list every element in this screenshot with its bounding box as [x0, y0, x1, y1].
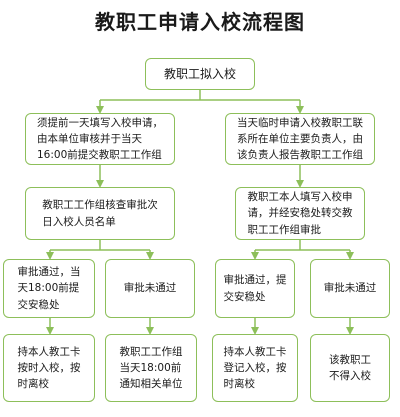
node-rr-result: 该教职工 不得入校 — [310, 334, 390, 402]
node-lr-rejected: 审批未通过 — [105, 259, 195, 318]
node-lr-result-label: 教职工工作组 当天18:00前 通知相关单位 — [119, 345, 183, 391]
node-left-review-label: 教职工工作组核查审批次 日入校人员名单 — [42, 199, 158, 228]
node-left-apply-label: 须提前一天填写入校申请， 由本单位审核并于当天 16:00前提交教职工工作组 — [37, 116, 163, 162]
node-rl-approved-label: 审批通过，提 交安稳处 — [223, 274, 287, 303]
node-rl-approved: 审批通过，提 交安稳处 — [215, 259, 295, 318]
node-lr-rejected-label: 审批未通过 — [123, 282, 177, 295]
node-left-review: 教职工工作组核查审批次 日入校人员名单 — [25, 187, 175, 240]
node-right-review: 教职工本人填写入校申 请，并经安稳处转交教 职工工作组审批 — [235, 187, 365, 240]
node-lr-result: 教职工工作组 当天18:00前 通知相关单位 — [105, 334, 197, 402]
node-ll-result: 持本人教工卡 按时入校，按 时离校 — [3, 334, 95, 402]
node-right-review-label: 教职工本人填写入校申 请，并经安稳处转交教 职工工作组审批 — [247, 191, 353, 236]
node-right-apply-label: 当天临时申请入校教职工联 系所在单位主要负责人，由 该负责人报告教职工工作组 — [237, 116, 363, 162]
node-rr-rejected-label: 审批未通过 — [323, 282, 377, 295]
node-root: 教职工拟入校 — [145, 58, 255, 90]
node-ll-approved-label: 审批通过，当 天18:00前提 交安稳处 — [17, 266, 81, 311]
node-ll-approved: 审批通过，当 天18:00前提 交安稳处 — [3, 259, 95, 318]
node-ll-result-label: 持本人教工卡 按时入校，按 时离校 — [17, 345, 81, 391]
node-rr-result-label: 该教职工 不得入校 — [329, 353, 371, 382]
node-rl-result: 持本人教工卡 登记入校，按 时离校 — [212, 334, 298, 402]
node-rr-rejected: 审批未通过 — [310, 259, 390, 318]
page-title: 教职工申请入校流程图 — [95, 10, 305, 34]
node-root-label: 教职工拟入校 — [163, 66, 236, 81]
node-rl-result-label: 持本人教工卡 登记入校，按 时离校 — [223, 345, 287, 391]
node-left-apply: 须提前一天填写入校申请， 由本单位审核并于当天 16:00前提交教职工工作组 — [25, 113, 175, 165]
node-right-apply: 当天临时申请入校教职工联 系所在单位主要负责人，由 该负责人报告教职工工作组 — [225, 113, 375, 165]
